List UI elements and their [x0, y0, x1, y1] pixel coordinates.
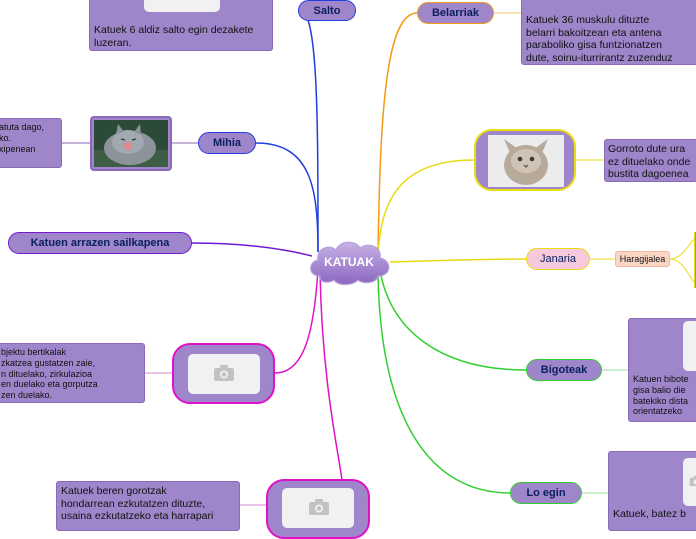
camera-icon: [689, 474, 696, 488]
branch-salto-label: Salto: [314, 5, 341, 17]
note-gorroto-text: Gorroto dute ura ez dituelako onde busti…: [608, 143, 690, 181]
grey-cat-photo: [94, 120, 168, 167]
note-mihia-text: atuta dago, ko. xipenean: [0, 122, 44, 154]
subtopic-haragijalea[interactable]: Haragijalea: [615, 251, 670, 267]
note-gorotzak[interactable]: Katuek beren gorotzak hondarrean ezkutat…: [56, 481, 240, 531]
connector-janaria: [390, 259, 526, 262]
connector-photo-white: [378, 160, 474, 258]
branch-mihia-label: Mihia: [213, 137, 241, 149]
note-gorotzak-text: Katuek beren gorotzak hondarrean ezkutat…: [61, 485, 213, 523]
branch-lo-egin-label: Lo egin: [526, 487, 565, 499]
note-lo[interactable]: Katuek, batez b: [608, 451, 696, 531]
note-belarriak-text: Katuek 36 muskulu dituzte belarri bakoit…: [526, 14, 673, 64]
note-gorroto[interactable]: Gorroto dute ura ez dituelako onde busti…: [604, 139, 696, 182]
note-vertical-text: bjektu bertikalak zkatzea gustatzen zaie…: [1, 347, 98, 401]
camera-icon: [308, 498, 330, 516]
central-topic[interactable]: KATUAK: [306, 238, 392, 286]
note-mihia[interactable]: atuta dago, ko. xipenean: [0, 118, 62, 168]
branch-janaria[interactable]: Janaria: [526, 248, 590, 270]
subtopic-haragijalea-label: Haragijalea: [620, 254, 666, 264]
image-placeholder: [683, 321, 696, 371]
connector-bigoteak: [380, 270, 526, 370]
link-haragijalea-out: [670, 238, 696, 284]
central-topic-label: KATUAK: [306, 255, 392, 269]
photo-placeholder-left[interactable]: [172, 343, 275, 404]
branch-mihia[interactable]: Mihia: [198, 132, 256, 154]
branch-bigoteak[interactable]: Bigoteak: [526, 359, 602, 381]
connector-sailkapena: [192, 243, 312, 256]
note-salto-text: Katuek 6 aldiz salto egin dezakete luzer…: [94, 24, 253, 49]
photo-grey-cat[interactable]: [90, 116, 172, 171]
photo-placeholder-bottom[interactable]: [266, 479, 370, 539]
photo-white-cat[interactable]: [474, 129, 576, 191]
branch-bigoteak-label: Bigoteak: [541, 364, 587, 376]
branch-belarriak-label: Belarriak: [432, 7, 479, 19]
camera-icon: [213, 364, 235, 382]
connector-salto: [300, 10, 318, 252]
white-cat-photo: [488, 135, 564, 187]
connector-camera-bottom: [320, 272, 342, 480]
note-belarriak[interactable]: Katuek 36 muskulu dituzte belarri bakoit…: [521, 0, 696, 65]
branch-lo-egin[interactable]: Lo egin: [510, 482, 582, 504]
branch-salto[interactable]: Salto: [298, 0, 356, 21]
image-placeholder: [144, 0, 220, 12]
branch-janaria-label: Janaria: [540, 253, 576, 265]
note-bigoteak-text: Katuen bibote gisa balio die batekiko di…: [633, 374, 689, 417]
connector-lo-egin: [378, 272, 510, 493]
note-salto[interactable]: Katuek 6 aldiz salto egin dezakete luzer…: [89, 0, 273, 51]
note-lo-text: Katuek, batez b: [613, 508, 686, 521]
note-bigoteak[interactable]: Katuen bibote gisa balio die batekiko di…: [628, 318, 696, 422]
branch-sailkapena[interactable]: Katuen arrazen sailkapena: [8, 232, 192, 254]
branch-sailkapena-label: Katuen arrazen sailkapena: [31, 237, 170, 249]
connector-mihia: [256, 143, 318, 252]
branch-belarriak[interactable]: Belarriak: [417, 2, 494, 24]
note-vertical[interactable]: bjektu bertikalak zkatzea gustatzen zaie…: [0, 343, 145, 403]
